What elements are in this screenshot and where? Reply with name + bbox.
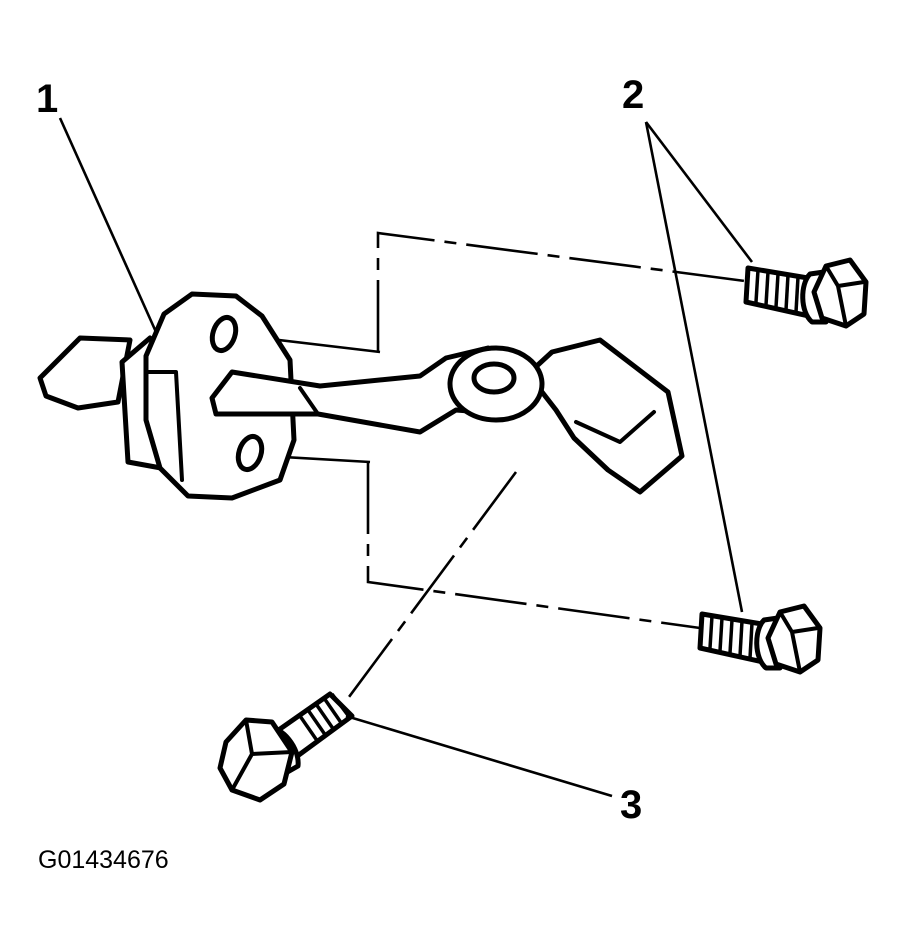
leader-line-1 xyxy=(58,117,158,333)
check-link-end-tab xyxy=(37,335,133,411)
bolt-lower-hex-edge xyxy=(778,610,820,674)
strap-step-line xyxy=(298,386,320,416)
bolt-bottom-threads xyxy=(298,692,352,743)
bolt-bottom xyxy=(217,691,355,803)
leader-lines xyxy=(58,117,754,798)
bolt-bottom-hex-edge xyxy=(230,718,294,792)
door-side-bracket xyxy=(525,337,685,495)
alignment-line-lower-bolt xyxy=(366,462,701,630)
callout-label-1: 1 xyxy=(36,77,58,121)
leader-line-3 xyxy=(345,714,613,798)
bracket-fold-line xyxy=(574,410,656,444)
bolt-lower-threads xyxy=(708,615,754,659)
bolt-upper xyxy=(743,257,869,329)
figure-id: G01434676 xyxy=(38,846,169,874)
flange-bolt-hole-upper xyxy=(209,314,239,354)
pivot-hole xyxy=(471,361,517,395)
flange-thickness-edge xyxy=(144,370,184,482)
leader-line-2-lower xyxy=(644,121,744,613)
bolt-lower xyxy=(697,603,823,675)
leader-line-2-upper xyxy=(644,121,754,263)
callout-label-2: 2 xyxy=(622,73,644,117)
door-check-link-assembly xyxy=(37,291,685,501)
bolt-bottom-hex-head xyxy=(217,717,295,803)
alignment-line-upper-bolt xyxy=(376,231,746,352)
callout-label-3: 3 xyxy=(620,783,642,827)
flange-bolt-hole-lower xyxy=(235,433,265,473)
bolt-upper-threads xyxy=(754,269,800,313)
alignment-line-bottom-bolt xyxy=(344,471,518,702)
bolt-upper-hex-edge xyxy=(824,264,866,328)
